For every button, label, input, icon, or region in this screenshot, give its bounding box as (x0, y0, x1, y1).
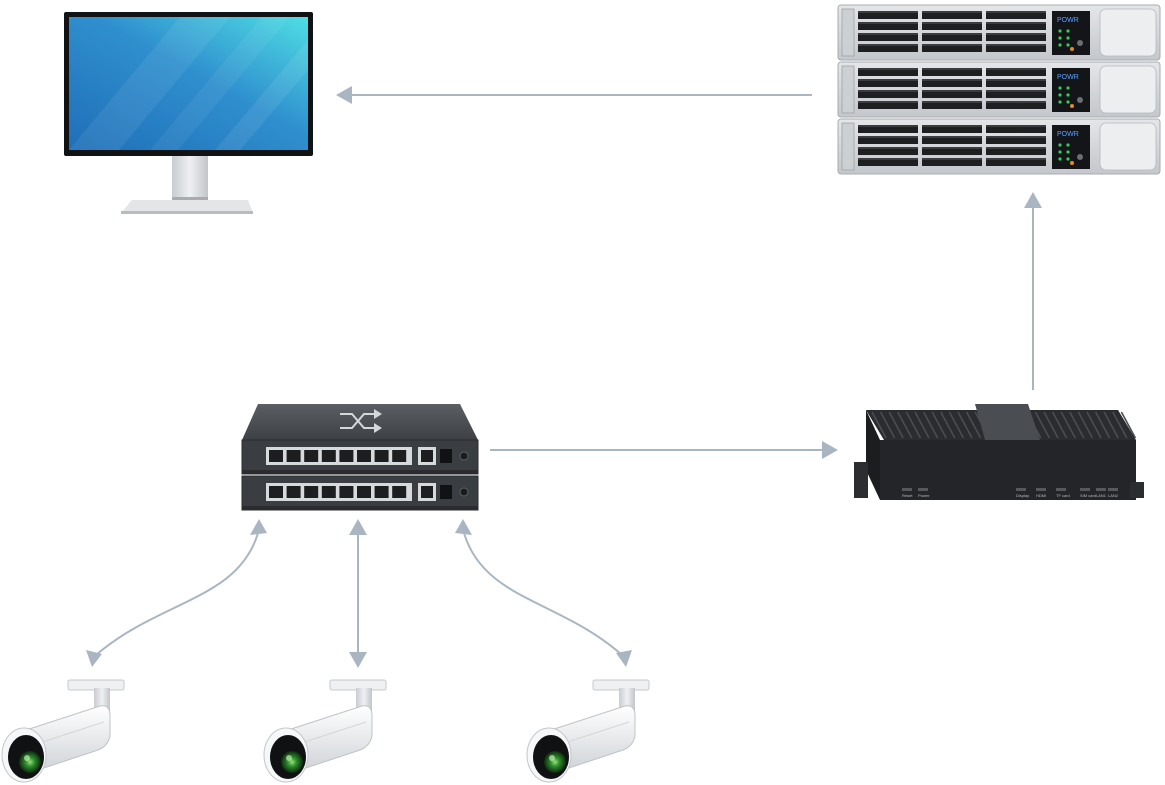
edge-switch-to-minipc (490, 441, 838, 459)
minipc-port-label: Reset (902, 493, 913, 498)
minipc-port-label: LAN2 (1108, 493, 1119, 498)
ethernet-port-icon (339, 486, 354, 498)
server-rack-icon: POWR POWR POWR (837, 4, 1161, 175)
power-icon (1077, 40, 1083, 46)
ethernet-port-icon (392, 486, 407, 498)
power-icon (1077, 97, 1083, 103)
power-icon (1077, 154, 1083, 160)
network-switch-icon (241, 404, 479, 511)
server-panel-label: POWR (1057, 17, 1079, 24)
ethernet-port-icon (269, 486, 283, 498)
camera-icon (1, 679, 125, 783)
ethernet-port-icon (321, 450, 336, 462)
switch-unit (241, 439, 479, 475)
ethernet-port-icon (392, 450, 407, 462)
server-panel-label: POWR (1057, 131, 1079, 138)
minipc-port-label: SIM card (1080, 493, 1096, 498)
ethernet-port-icon (286, 450, 301, 462)
minipc-port-label: Display (1016, 493, 1029, 498)
ethernet-port-icon (339, 450, 354, 462)
camera-lens (544, 751, 566, 773)
ethernet-port-icon (357, 450, 371, 462)
power-jack-icon (459, 487, 469, 497)
minipc-port-label: Power (918, 493, 930, 498)
ethernet-port-icon (304, 486, 319, 498)
edge-switch-to-camera-1 (86, 519, 267, 667)
edge-switch-to-camera-3 (455, 519, 632, 667)
minipc-port-label: HDMI (1036, 493, 1046, 498)
minipc-port-label: TF card (1056, 493, 1070, 498)
camera-lens (281, 751, 303, 773)
ethernet-port-icon (321, 486, 336, 498)
ethernet-port-icon (269, 450, 283, 462)
monitor-icon (64, 12, 313, 214)
server-panel-label: POWR (1057, 74, 1079, 81)
server-unit: POWR (837, 118, 1161, 175)
power-jack-icon (459, 451, 469, 461)
camera-lens (19, 751, 41, 773)
ethernet-port-icon (357, 486, 371, 498)
ethernet-port-icon (374, 486, 389, 498)
server-unit: POWR (837, 4, 1161, 61)
edge-server-to-monitor (336, 86, 812, 104)
server-unit: POWR (837, 61, 1161, 118)
edge-minipc-to-server (1024, 192, 1042, 390)
camera-icon (263, 679, 387, 783)
camera-icon (526, 679, 650, 783)
minipc-port-label: LAN1 (1096, 493, 1107, 498)
connections (86, 86, 1042, 668)
ethernet-port-icon (304, 450, 319, 462)
switch-arrows-icon (340, 409, 382, 433)
switch-unit (241, 475, 479, 511)
edge-switch-to-camera-2 (349, 519, 367, 668)
ethernet-port-icon (286, 486, 301, 498)
ethernet-port-icon (374, 450, 389, 462)
